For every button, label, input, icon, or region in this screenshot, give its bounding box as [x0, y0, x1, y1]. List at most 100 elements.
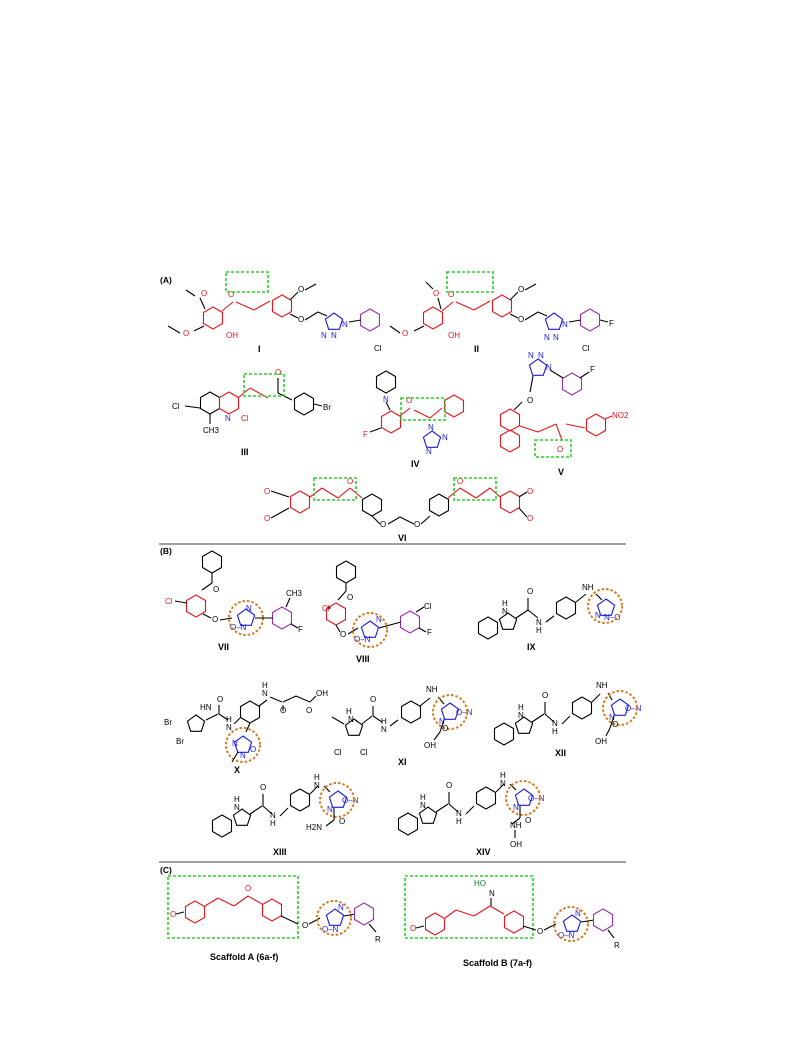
svg-text:N: N: [232, 739, 238, 748]
svg-text:H: H: [314, 773, 320, 782]
section-label-a: (A): [160, 275, 172, 285]
svg-text:O: O: [406, 396, 412, 405]
svg-text:O: O: [410, 924, 416, 933]
svg-text:N: N: [502, 607, 508, 616]
svg-text:V: V: [558, 467, 564, 477]
compound-v: F N N N O O NO2 V: [499, 351, 629, 477]
svg-text:OH: OH: [448, 331, 460, 340]
compound-vii: O Cl O N O–N CH3 F VII: [165, 550, 303, 652]
svg-text:VII: VII: [218, 642, 229, 652]
compound-iv: N F O N N N IV: [363, 370, 465, 469]
svg-text:N: N: [240, 751, 246, 760]
compound-iii: Cl CH3 N Cl O Br III: [172, 368, 331, 457]
svg-text:NO2: NO2: [612, 411, 629, 420]
svg-text:F: F: [298, 625, 303, 634]
svg-text:Cl: Cl: [374, 344, 382, 353]
svg-text:N: N: [234, 803, 240, 812]
svg-text:N: N: [538, 351, 544, 360]
svg-text:H: H: [502, 599, 508, 608]
svg-text:N: N: [383, 395, 389, 404]
svg-text:N: N: [536, 618, 542, 627]
svg-text:O: O: [518, 285, 524, 294]
svg-text:N: N: [331, 331, 337, 340]
svg-text:H: H: [518, 703, 524, 712]
svg-text:H: H: [381, 717, 387, 726]
svg-text:O: O: [217, 695, 223, 704]
compound-viii: O Cl O N O–N Cl F VIII: [322, 560, 432, 664]
svg-text:O: O: [448, 290, 454, 299]
svg-text:O: O: [402, 329, 408, 338]
svg-text:N: N: [544, 333, 550, 342]
svg-text:H: H: [262, 681, 268, 690]
svg-text:N: N: [528, 351, 534, 360]
svg-text:IV: IV: [411, 459, 420, 469]
svg-text:O: O: [446, 781, 452, 790]
svg-text:O: O: [380, 520, 386, 529]
svg-text:XI: XI: [398, 757, 407, 767]
svg-text:N: N: [442, 433, 448, 442]
svg-text:N: N: [456, 809, 462, 818]
svg-text:NH: NH: [426, 685, 438, 694]
svg-text:VI: VI: [398, 533, 407, 543]
svg-text:N: N: [262, 689, 268, 698]
svg-text:N: N: [314, 781, 320, 790]
svg-text:H: H: [234, 795, 240, 804]
svg-text:O–N: O–N: [625, 704, 642, 713]
svg-text:IX: IX: [527, 642, 536, 652]
svg-text:O: O: [370, 695, 376, 704]
svg-text:Br: Br: [164, 718, 172, 727]
svg-text:NH: NH: [582, 583, 594, 592]
svg-text:O–N: O–N: [558, 931, 575, 940]
svg-text:XIV: XIV: [476, 847, 491, 857]
svg-text:OH: OH: [510, 840, 522, 849]
svg-text:N: N: [381, 725, 387, 734]
svg-text:N: N: [327, 805, 333, 814]
svg-text:N: N: [270, 811, 276, 820]
svg-text:O: O: [212, 615, 218, 624]
compound-x: HN Br Br O H N H N O O OH N O N X: [164, 681, 328, 775]
svg-text:O: O: [527, 514, 533, 523]
svg-text:OH: OH: [595, 737, 607, 746]
svg-text:O: O: [275, 368, 281, 377]
svg-text:F: F: [609, 319, 614, 328]
svg-text:F: F: [590, 365, 595, 374]
svg-text:Cl: Cl: [241, 414, 249, 423]
svg-text:O: O: [264, 487, 270, 496]
svg-text:O–N: O–N: [456, 708, 473, 717]
svg-text:F: F: [427, 628, 432, 637]
svg-text:O–N: O–N: [322, 925, 339, 934]
svg-text:OH: OH: [424, 741, 436, 750]
svg-text:VIII: VIII: [356, 654, 370, 664]
svg-text:O: O: [170, 910, 176, 919]
svg-text:Cl: Cl: [424, 602, 432, 611]
svg-text:N: N: [500, 779, 506, 788]
svg-text:I: I: [258, 344, 261, 354]
svg-text:Cl: Cl: [172, 402, 180, 411]
svg-text:O: O: [612, 720, 618, 729]
compound-xi: H N Cl Cl O H N NH O–N N O OH XI: [331, 685, 473, 767]
svg-text:O: O: [527, 396, 533, 405]
svg-text:N: N: [609, 713, 615, 722]
svg-text:H: H: [500, 771, 506, 780]
svg-text:O: O: [260, 783, 266, 792]
compound-xii: H N O N H NH O–N N O OH XII: [493, 681, 642, 758]
svg-text:XII: XII: [555, 748, 566, 758]
svg-text:O: O: [537, 927, 543, 936]
svg-text:O: O: [414, 520, 420, 529]
svg-text:XIII: XIII: [273, 847, 287, 857]
svg-text:O: O: [433, 289, 439, 298]
svg-text:Cl: Cl: [322, 604, 330, 613]
svg-text:HN: HN: [200, 703, 212, 712]
svg-text:R: R: [375, 935, 381, 944]
compound-i: O O OH O O O N N N Cl I: [167, 271, 382, 354]
svg-text:O: O: [201, 289, 207, 298]
compound-vi: O O O O O O O O VI: [264, 477, 533, 543]
compound-ix: H N O N H NH N N–O IX: [477, 583, 623, 652]
svg-text:III: III: [241, 447, 249, 457]
svg-text:O: O: [298, 285, 304, 294]
svg-text:H: H: [420, 793, 426, 802]
svg-text:N–O: N–O: [604, 613, 620, 622]
svg-text:N: N: [428, 423, 434, 432]
svg-text:N: N: [552, 719, 558, 728]
